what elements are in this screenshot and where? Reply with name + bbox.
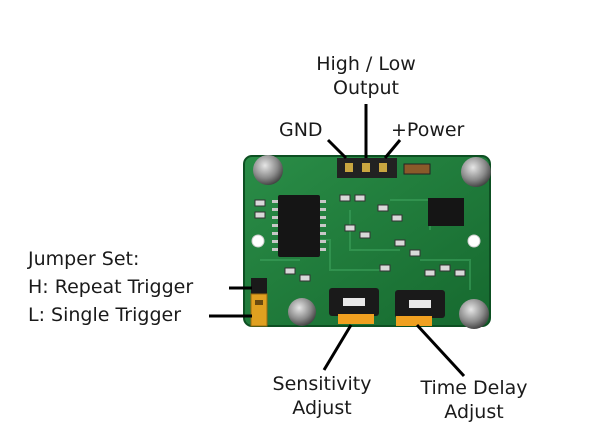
label-gnd: GND [279,119,323,141]
smd-components [254,194,466,282]
capacitor-bottom-right [459,299,489,329]
time-delay-potentiometer [395,290,445,326]
voltage-regulator [428,198,464,226]
capacitor-top-right [461,157,491,187]
leader-sensitivity [322,324,353,371]
sensitivity-potentiometer [329,288,379,324]
leader-gnd [326,138,348,160]
diode [403,163,431,175]
leader-lines [209,104,466,378]
label-sensitivity-line2: Adjust [292,397,352,419]
jumper-block [250,278,268,327]
label-jumper-h: H: Repeat Trigger [28,276,194,298]
label-jumper-title: Jumper Set: [28,248,140,270]
label-high-low-line2: Output [333,77,399,99]
leader-time-delay [415,323,466,378]
header-pins [337,158,397,178]
capacitor-bottom-left [288,298,316,326]
label-time-delay-line1: Time Delay [420,377,528,399]
label-time-delay: Time Delay Adjust [404,376,544,424]
leader-power [383,139,402,159]
label-jumper-l: L: Single Trigger [28,304,182,326]
label-high-low: High / Low Output [300,52,432,100]
label-sensitivity-line1: Sensitivity [272,373,372,395]
label-time-delay-line2: Adjust [444,401,504,423]
label-power: +Power [391,119,465,141]
mount-hole-left [251,234,265,248]
label-high-low-line1: High / Low [316,53,416,75]
mount-hole-right [467,234,481,248]
capacitor-top-left [253,155,283,185]
label-sensitivity: Sensitivity Adjust [254,372,390,420]
main-ic [272,195,326,257]
